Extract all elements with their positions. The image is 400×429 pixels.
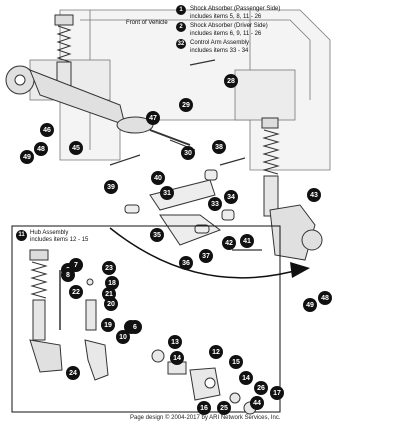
callout-badge[interactable]: 26 (254, 381, 268, 395)
callout-badge[interactable]: 44 (250, 396, 264, 410)
callout-badge[interactable]: 38 (212, 140, 226, 154)
callout-badge[interactable]: 48 (318, 291, 332, 305)
hub-assembly-label: 11 Hub Assembly includes items 12 - 15 (16, 230, 88, 244)
callout-badge[interactable]: 13 (168, 335, 182, 349)
callout-badge[interactable]: 47 (146, 111, 160, 125)
callout-badge[interactable]: 37 (199, 249, 213, 263)
front-of-vehicle-label: Front of Vehicle (126, 20, 168, 26)
legend-title: Control Arm Assembly (190, 40, 250, 46)
callout-badge[interactable]: 20 (104, 297, 118, 311)
callout-badge[interactable]: 48 (34, 142, 48, 156)
callout-badge[interactable]: 24 (66, 366, 80, 380)
callout-badge[interactable]: 36 (179, 256, 193, 270)
control-arms (124, 169, 235, 246)
legend-title: Shock Absorber (Driver Side) (190, 23, 268, 29)
inset-parts (59, 270, 257, 415)
callout-badge[interactable]: 39 (104, 180, 118, 194)
callout-badge[interactable]: 23 (102, 261, 116, 275)
callout-badge[interactable]: 43 (307, 188, 321, 202)
callout-badge[interactable]: 14 (239, 371, 253, 385)
callout-badge[interactable]: 49 (303, 298, 317, 312)
callout-badge[interactable]: 35 (150, 228, 164, 242)
callout-badge[interactable]: 34 (224, 190, 238, 204)
callout-badge[interactable]: 6 (128, 320, 142, 334)
callout-badge[interactable]: 15 (229, 355, 243, 369)
callout-badge[interactable]: 14 (170, 351, 184, 365)
callout-badge[interactable]: 10 (116, 330, 130, 344)
left-spindle (5, 65, 191, 146)
callout-badge[interactable]: 42 (222, 236, 236, 250)
bolts (109, 59, 262, 251)
legend-detail: includes items 6, 9, 11 - 26 (190, 31, 262, 37)
callout-badge[interactable]: 33 (208, 197, 222, 211)
callout-badge[interactable]: 16 (197, 401, 211, 415)
callout-badge[interactable]: 19 (101, 318, 115, 332)
callout-badge[interactable]: 30 (181, 146, 195, 160)
callout-badge[interactable]: 8 (61, 268, 75, 282)
callout-badge[interactable]: 18 (105, 276, 119, 290)
inset-frame (11, 225, 281, 413)
callout-badge[interactable]: 49 (20, 150, 34, 164)
callout-badge[interactable]: 41 (240, 234, 254, 248)
legend-badge: 2 (176, 22, 186, 32)
legend-badge: 32 (176, 39, 186, 49)
legend-badge: 1 (176, 5, 186, 15)
legend-item-2: 2 Shock Absorber (Driver Side) includes … (176, 22, 268, 38)
legend-detail: includes items 5, 8, 11 - 26 (190, 14, 262, 20)
copyright-footer: Page design © 2004-2017 by ARI Network S… (130, 415, 281, 421)
hub-assembly-title: Hub Assembly (30, 230, 69, 236)
callout-badge[interactable]: 28 (224, 74, 238, 88)
callout-badge[interactable]: 29 (179, 98, 193, 112)
callout-badge[interactable]: 22 (69, 285, 83, 299)
callout-badge[interactable]: 12 (209, 345, 223, 359)
legend-item-32: 32 Control Arm Assembly includes items 3… (176, 39, 249, 55)
right-spindle (269, 204, 323, 261)
legend-item-1: 1 Shock Absorber (Passenger Side) includ… (176, 5, 280, 21)
callout-badge[interactable]: 17 (270, 386, 284, 400)
callout-badge[interactable]: 25 (217, 401, 231, 415)
callout-badge[interactable]: 45 (69, 141, 83, 155)
hub-assembly-badge: 11 (16, 230, 27, 241)
callout-badge[interactable]: 40 (151, 171, 165, 185)
legend-title: Shock Absorber (Passenger Side) (190, 6, 281, 12)
legend-detail: includes items 33 - 34 (190, 48, 249, 54)
inset-shock (29, 249, 63, 373)
callout-badge[interactable]: 31 (160, 186, 174, 200)
hub-assembly-detail: includes items 12 - 15 (30, 237, 89, 243)
detail-arrowhead (290, 262, 310, 278)
callout-badge[interactable]: 46 (40, 123, 54, 137)
